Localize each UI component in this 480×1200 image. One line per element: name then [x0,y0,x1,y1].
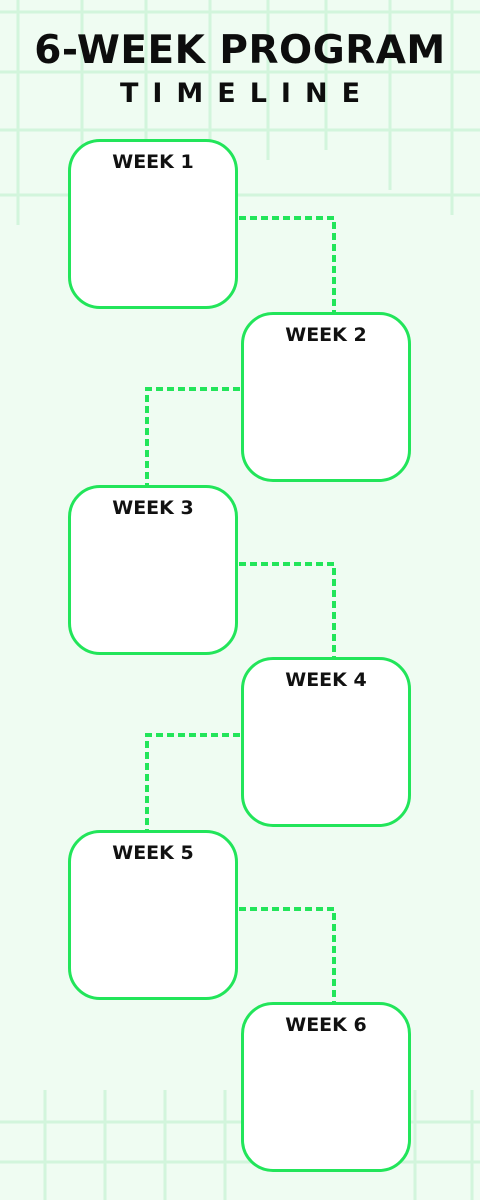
connector-week1-week2 [239,216,336,312]
week-card-label: WEEK 1 [112,151,194,173]
page-title: 6-WEEK PROGRAM [34,28,446,73]
connector-week4-week5 [145,733,240,830]
week-card-1: WEEK 1 [68,139,238,309]
week-card-5: WEEK 5 [68,830,238,1000]
week-card-3: WEEK 3 [68,485,238,655]
week-card-label: WEEK 6 [285,1014,367,1036]
week-card-label: WEEK 5 [112,842,194,864]
week-card-label: WEEK 4 [285,669,367,691]
week-card-label: WEEK 3 [112,497,194,519]
connector-week3-week4 [239,562,336,657]
connector-week2-week3 [145,387,240,485]
week-card-label: WEEK 2 [285,324,367,346]
week-card-4: WEEK 4 [241,657,411,827]
week-card-2: WEEK 2 [241,312,411,482]
page-subtitle: TIMELINE [119,78,375,109]
connector-week5-week6 [239,907,336,1002]
week-card-6: WEEK 6 [241,1002,411,1172]
